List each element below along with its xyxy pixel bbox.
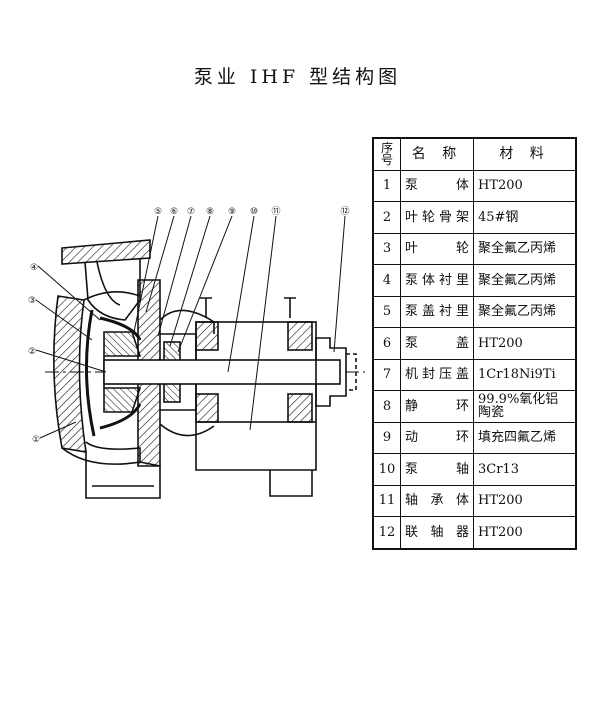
cell-name: 泵 轴 [400,453,474,486]
cell-material: HT200 [473,327,577,360]
callout-7: ⑦ [187,207,195,217]
header-material: 材 料 [473,137,577,171]
cell-number: 4 [372,264,401,297]
callout-6: ⑥ [170,207,178,217]
cell-name: 叶轮骨架 [400,201,474,234]
callout-1: ① [32,435,40,445]
page-title: 泵业 IHF 型结构图 [193,66,402,88]
cell-material: 1Cr18Ni9Ti [473,358,577,391]
header-number: 序号 [372,137,401,171]
callout-2: ② [28,347,36,357]
callout-11: ⑪ [271,206,280,217]
callout-8: ⑧ [206,207,214,217]
callout-9: ⑨ [228,207,236,217]
cell-material: 3Cr13 [473,453,577,486]
callout-3: ③ [28,296,36,306]
cell-material: 填充四氟乙烯 [473,421,577,454]
cell-name: 联轴器 [400,516,474,549]
cell-material: 45#钢 [473,201,577,234]
cell-name: 泵 盖 [400,327,474,360]
cell-name: 静 环 [400,390,474,423]
cell-number: 11 [372,484,401,517]
cell-number: 10 [372,453,401,486]
cell-number: 2 [372,201,401,234]
cell-material: HT200 [473,516,577,549]
cell-number: 9 [372,421,401,454]
cell-name: 泵 体 [400,169,474,202]
parts-table-header: 序号 名 称 材 料 [372,137,577,171]
cell-number: 3 [372,232,401,265]
cell-name: 叶 轮 [400,232,474,265]
cell-number: 6 [372,327,401,360]
cell-number: 8 [372,390,401,423]
callout-12: ⑫ [340,206,349,217]
cell-material: 聚全氟乙丙烯 [473,295,577,328]
cell-name: 轴承体 [400,484,474,517]
cell-name: 动 环 [400,421,474,454]
header-name: 名 称 [400,137,474,171]
cell-name: 泵盖衬里 [400,295,474,328]
cell-name: 泵体衬里 [400,264,474,297]
cell-number: 5 [372,295,401,328]
cell-material: HT200 [473,169,577,202]
cell-number: 1 [372,169,401,202]
callout-10: ⑩ [250,207,258,217]
cell-material: 聚全氟乙丙烯 [473,264,577,297]
cell-name: 机封压盖 [400,358,474,391]
cell-material: HT200 [473,484,577,517]
cell-number: 12 [372,516,401,549]
callout-5: ⑤ [154,207,162,217]
cell-number: 7 [372,358,401,391]
cell-material: 聚全氟乙丙烯 [473,232,577,265]
cell-material: 99.9%氧化铝陶瓷 [473,390,577,423]
callout-4: ④ [30,263,38,273]
